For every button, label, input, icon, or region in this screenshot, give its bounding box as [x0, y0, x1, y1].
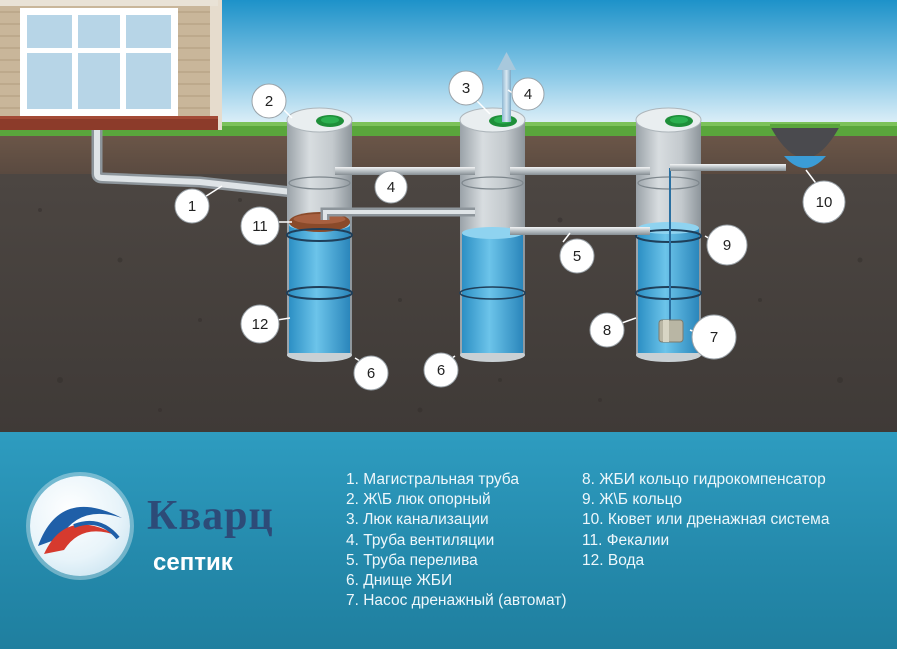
svg-text:2: 2	[265, 93, 273, 110]
tank-2	[459, 107, 526, 362]
svg-text:6: 6	[367, 365, 375, 382]
callout-10: 10	[802, 180, 846, 224]
main-pipe	[91, 130, 293, 198]
house	[0, 0, 222, 130]
callout-8: 8	[589, 312, 625, 348]
legend-item: 9. Ж\Б кольцо	[582, 491, 683, 509]
legend-item: 8. ЖБИ кольцо гидрокомпенсатор	[582, 471, 826, 488]
svg-text:5: 5	[573, 248, 581, 265]
legend-item: 12. Вода	[582, 551, 645, 569]
ditch	[770, 124, 840, 168]
brand-logo	[30, 476, 130, 576]
soil-texture	[38, 198, 863, 413]
legend-panel: Кварц септик 1. Магистральная труба 2. Ж…	[0, 432, 897, 649]
callout-1: 1	[174, 188, 210, 224]
tank-2-water	[462, 233, 523, 353]
tank-1	[286, 107, 353, 362]
legend-item: 5. Труба перелива	[346, 551, 478, 569]
svg-text:8: 8	[603, 322, 611, 339]
legend-item: 10. Кювет или дренажная система	[582, 511, 830, 529]
legend-item: 7. Насос дренажный (автомат)	[346, 592, 567, 610]
legend-item: 1. Магистральная труба	[346, 471, 519, 488]
legend-item: 11. Фекалии	[582, 531, 670, 549]
callout-12: 12	[240, 304, 280, 344]
legend-list-right: 8. ЖБИ кольцо гидрокомпенсатор 9. Ж\Б ко…	[582, 470, 829, 571]
legend-item: 6. Днище ЖБИ	[346, 572, 453, 590]
svg-text:11: 11	[252, 218, 268, 235]
svg-text:3: 3	[462, 80, 470, 97]
callout-2: 2	[251, 83, 287, 119]
outlet-pipe-to-ditch	[670, 164, 786, 171]
callout-7: 7	[691, 314, 737, 360]
legend-item: 2. Ж\Б люк опорный	[346, 491, 491, 509]
vent-pipe-1-2	[335, 167, 475, 175]
legend-list-left: 1. Магистральная труба 2. Ж\Б люк опорны…	[346, 470, 567, 611]
svg-text:4: 4	[524, 86, 532, 103]
callout-9: 9	[706, 224, 748, 266]
drain-pump	[658, 319, 684, 343]
callout-4-vent-riser: 4	[511, 77, 545, 111]
vent-pipe-riser	[497, 52, 516, 122]
vent-pipe-2-3	[510, 167, 650, 175]
svg-text:10: 10	[816, 194, 833, 211]
brand-subtitle: септик	[153, 549, 233, 576]
svg-text:4: 4	[387, 179, 395, 196]
septic-scene: 1 2 3 4 4 5 6 6	[0, 0, 897, 432]
legend-item: 3. Люк канализации	[346, 511, 489, 529]
brand-name: Кварц	[147, 493, 274, 539]
callout-5: 5	[559, 238, 595, 274]
callout-11: 11	[240, 206, 280, 246]
callout-6-tank-2: 6	[423, 352, 459, 388]
svg-text:1: 1	[188, 198, 196, 215]
callout-4-vent-pipe: 4	[374, 170, 408, 204]
soil-layer	[0, 174, 897, 432]
callout-3: 3	[448, 70, 484, 106]
callout-6-tank-1: 6	[353, 355, 389, 391]
overflow-pipe-2-3	[510, 227, 650, 235]
legend-item: 4. Труба вентиляции	[346, 531, 495, 549]
svg-text:9: 9	[723, 237, 731, 254]
svg-text:12: 12	[252, 316, 269, 333]
svg-text:6: 6	[437, 362, 445, 379]
tank-3	[635, 107, 702, 362]
overflow-pipe-1-2	[320, 207, 475, 220]
logo-swoosh-icon	[38, 506, 122, 554]
svg-text:7: 7	[710, 329, 718, 346]
